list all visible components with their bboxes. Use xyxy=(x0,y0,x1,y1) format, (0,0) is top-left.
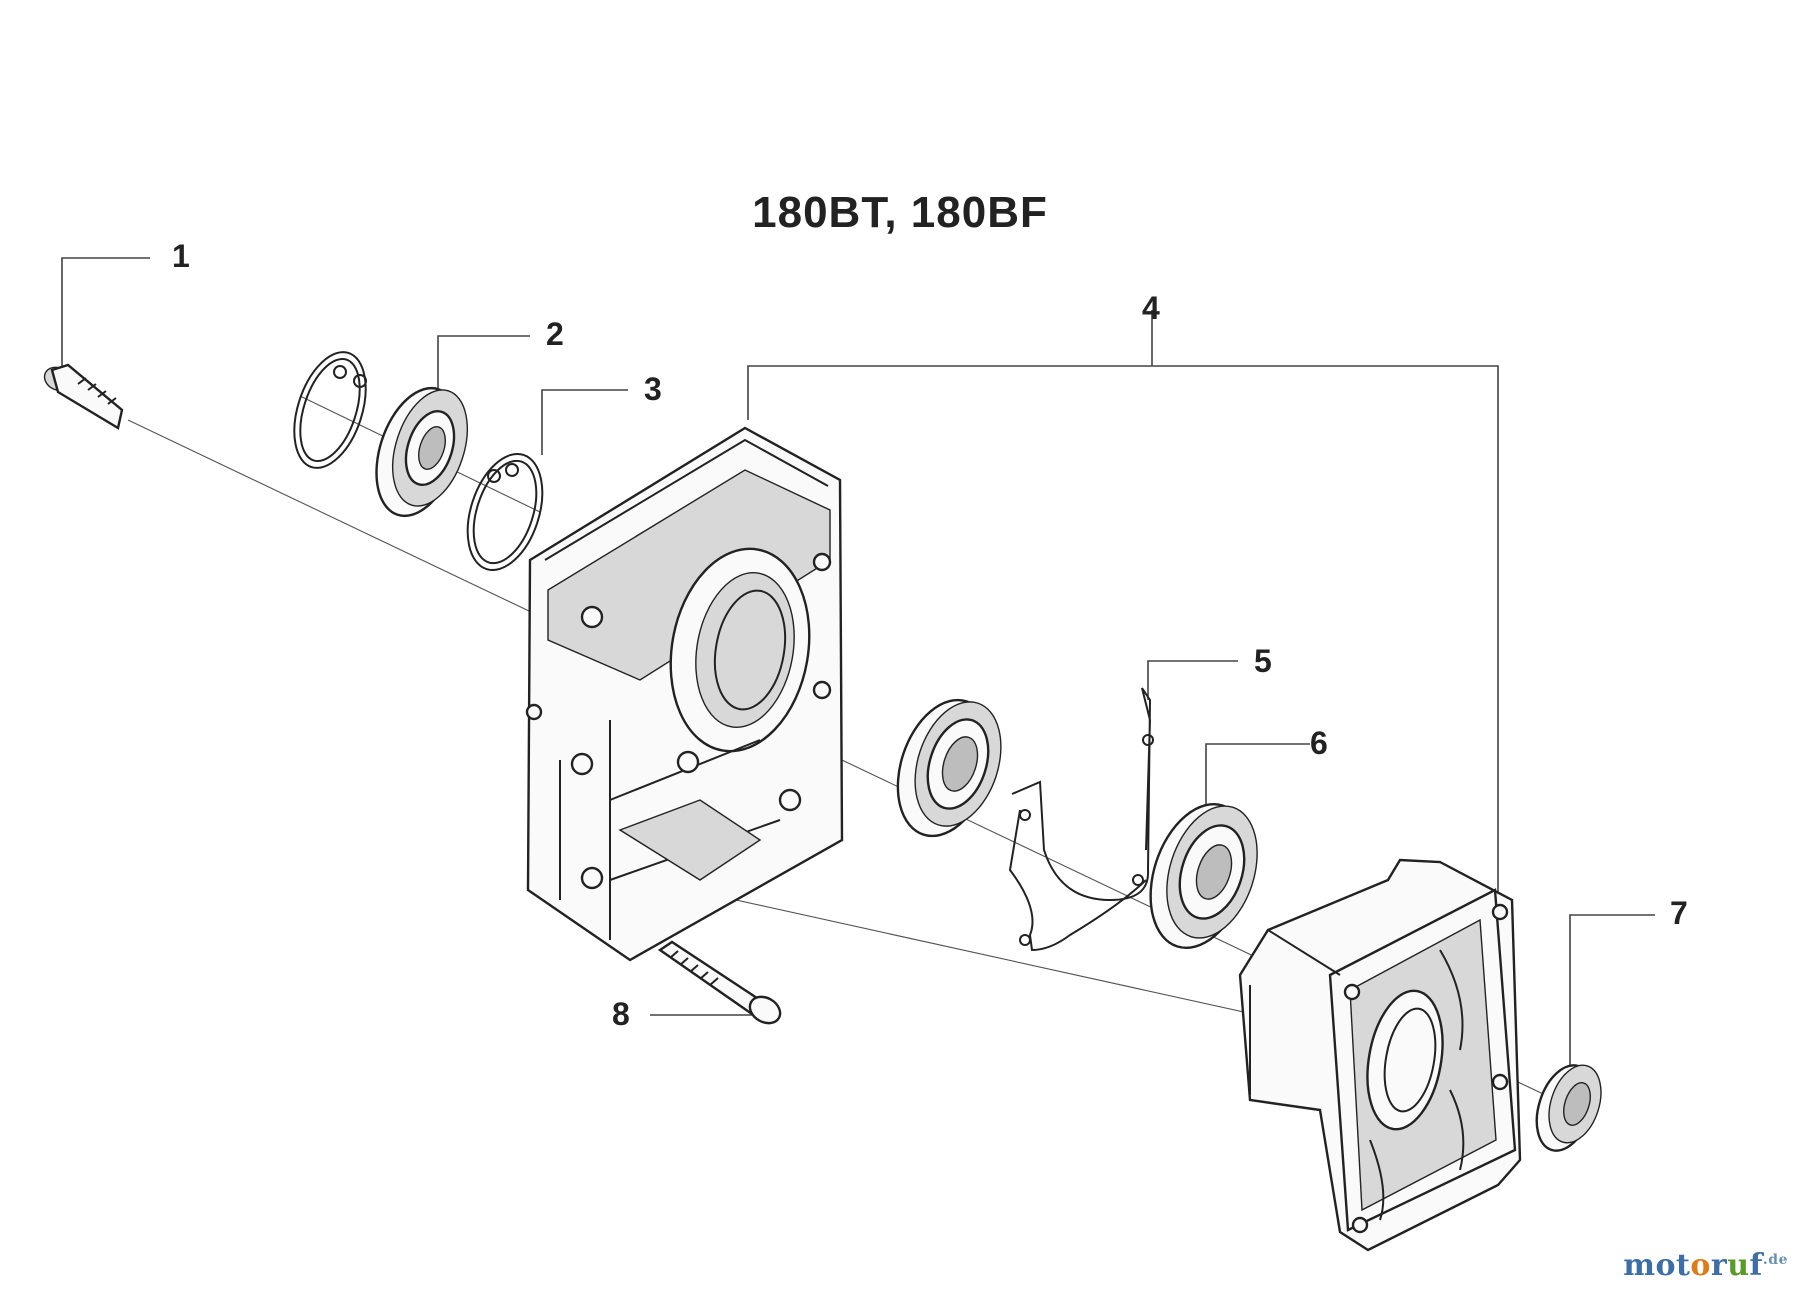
bearing-6-part xyxy=(1149,803,1258,949)
small-bearing-part xyxy=(375,386,468,518)
oil-seal-part xyxy=(1535,1064,1602,1152)
crankcase-half-right-part xyxy=(1238,858,1522,1252)
watermark-letters: motoruf xyxy=(1623,1248,1763,1283)
watermark-letter: u xyxy=(1727,1248,1750,1283)
callout-6: 6 xyxy=(1310,725,1328,761)
watermark-letter: t xyxy=(1676,1248,1691,1283)
watermark-logo: motoruf.de xyxy=(1623,1248,1788,1283)
leader-4 xyxy=(747,365,1499,895)
bolt-8-part xyxy=(657,940,782,1025)
watermark-letter: m xyxy=(1623,1248,1656,1283)
leader-2 xyxy=(437,335,530,395)
watermark-letter: o xyxy=(1690,1248,1711,1283)
watermark-letter: o xyxy=(1655,1248,1677,1283)
leader-3 xyxy=(541,389,628,455)
callout-5: 5 xyxy=(1254,643,1272,679)
circlip-3-part xyxy=(466,452,544,572)
crankcase-half-left-part xyxy=(525,426,844,962)
callout-3: 3 xyxy=(644,371,662,407)
watermark-letter: f xyxy=(1749,1248,1763,1283)
callout-8: 8 xyxy=(612,996,630,1032)
leader-7 xyxy=(1569,914,1655,1070)
diagram-title: 180BT, 180BF xyxy=(752,188,1048,237)
main-bearing-part xyxy=(896,698,1002,838)
leader-5 xyxy=(1147,660,1238,700)
callout-4: 4 xyxy=(1142,290,1160,326)
watermark-letter: r xyxy=(1710,1248,1728,1283)
callout-1: 1 xyxy=(172,238,190,274)
leader-1 xyxy=(61,257,150,368)
watermark-suffix: .de xyxy=(1762,1252,1788,1268)
callout-7: 7 xyxy=(1670,895,1688,931)
gasket-part xyxy=(1008,687,1154,952)
circlip-part xyxy=(293,351,367,469)
callout-2: 2 xyxy=(546,316,564,352)
bolt-1-part xyxy=(43,363,124,430)
